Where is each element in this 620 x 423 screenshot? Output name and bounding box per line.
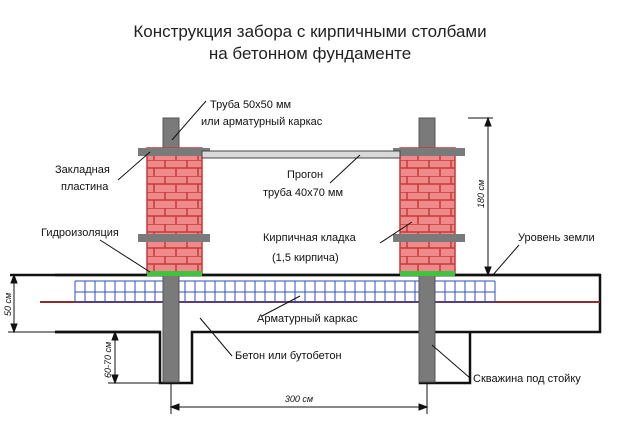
horizontal-beam	[201, 150, 401, 159]
dimension-span-label: 300 см	[285, 394, 313, 404]
waterproofing-left	[147, 271, 202, 276]
dimension-foundation-label: 50 см	[3, 293, 13, 316]
label-rebar: Арматурный каркас	[257, 313, 358, 325]
embedded-plate-left-top	[138, 148, 210, 156]
embedded-plate-left-bottom	[138, 234, 210, 242]
leader-brickwork	[379, 221, 413, 244]
brick-pillar-right	[399, 147, 456, 274]
leader-waterproofing	[99, 239, 151, 273]
label-plate-2: пластина	[61, 181, 109, 193]
label-brickwork-1: Кирпичная кладка	[263, 232, 357, 244]
dimension-height-label: 180 см	[476, 180, 486, 208]
label-brickwork-2: (1,5 кирпича)	[272, 252, 339, 264]
dimension-height	[468, 116, 493, 277]
title-line-1: Конструкция забора с кирпичными столбами	[133, 22, 487, 41]
leader-pipe	[171, 100, 207, 141]
label-plate-1: Закладная	[55, 164, 110, 176]
foundation-outline	[55, 273, 602, 385]
waterproofing-right	[400, 271, 455, 276]
dimension-hole-label: 60-70 см	[103, 342, 113, 378]
rebar-cage	[74, 280, 496, 303]
label-concrete: Бетон или бутобетон	[235, 350, 342, 362]
label-pipe: Труба 50х50 мм	[210, 99, 291, 111]
dimension-hole	[108, 330, 160, 385]
leader-ground-level	[491, 244, 520, 277]
leader-rebar	[261, 295, 301, 317]
leader-plate	[117, 151, 151, 181]
label-pipe-alt: или арматурный каркас	[201, 116, 323, 128]
label-beam-2: труба 40х70 мм	[263, 187, 343, 199]
title-line-2: на бетонном фундаменте	[208, 44, 412, 63]
label-ground-level: Уровень земли	[518, 232, 595, 244]
label-waterproofing: Гидроизоляция	[41, 227, 119, 239]
leader-concrete	[199, 317, 233, 357]
label-borehole: Скважина под стойку	[473, 373, 581, 385]
label-beam-1: Прогон	[287, 169, 323, 181]
leader-beam	[329, 154, 361, 184]
dimension-foundation	[8, 273, 55, 334]
brick-pillar-left	[146, 147, 203, 274]
dimension-span	[169, 383, 429, 414]
leader-borehole	[431, 344, 471, 379]
embedded-plate-right-top	[393, 148, 465, 156]
embedded-plate-right-bottom	[393, 234, 465, 242]
